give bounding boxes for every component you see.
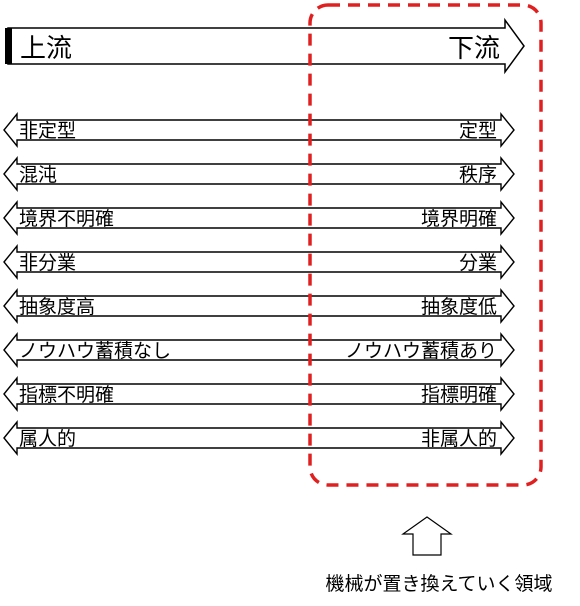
top-arrow-shape [7,17,525,75]
double-arrow-shape [3,288,515,324]
row-right-label: 指標明確 [421,384,497,406]
row-right-label: 分業 [459,252,497,274]
double-arrow-shape [3,332,515,368]
replacement-caption: 機械が置き換えていく領域 [325,573,552,595]
row-right-label: 定型 [459,120,497,142]
row-left-label: 非定型 [19,120,76,142]
comparison-row: 指標不明確 指標明確 [3,376,515,412]
row-left-label: 混沌 [19,164,57,186]
comparison-row: 境界不明確 境界明確 [3,200,515,236]
row-left-label: 境界不明確 [19,208,114,230]
double-arrow-shape [3,420,515,456]
double-arrow-shape [3,112,515,148]
up-arrow-icon [401,516,453,556]
row-right-label: 非属人的 [421,428,497,450]
automation-region-highlight [308,3,543,487]
comparison-rows: 非定型定型混沌秩序境界不明確境界明確非分業分業抽象度高抽象度低ノウハウ蓄積なしノ… [3,112,515,456]
comparison-row: 抽象度高 抽象度低 [3,288,515,324]
row-right-label: 境界明確 [421,208,497,230]
upstream-downstream-arrow: 上流 下流 [5,17,525,75]
row-left-label: 属人的 [19,428,76,450]
top-arrow-tail-bar [5,28,12,64]
double-arrow-shape [3,244,515,280]
comparison-row: ノウハウ蓄積なし ノウハウ蓄積あり [3,332,515,368]
comparison-row: 混沌 秩序 [3,156,515,192]
comparison-row: 非定型 定型 [3,112,515,148]
double-arrow-shape [3,156,515,192]
row-right-label: ノウハウ蓄積あり [345,340,497,362]
double-arrow-shape [3,200,515,236]
downstream-label: 下流 [448,34,500,64]
row-left-label: 非分業 [19,252,76,274]
row-left-label: 抽象度高 [19,296,95,318]
row-right-label: 秩序 [459,164,497,186]
upstream-label: 上流 [20,34,72,64]
row-right-label: 抽象度低 [421,296,497,318]
row-left-label: ノウハウ蓄積なし [19,340,171,362]
double-arrow-shape [3,376,515,412]
row-left-label: 指標不明確 [19,384,114,406]
comparison-row: 属人的 非属人的 [3,420,515,456]
comparison-row: 非分業 分業 [3,244,515,280]
